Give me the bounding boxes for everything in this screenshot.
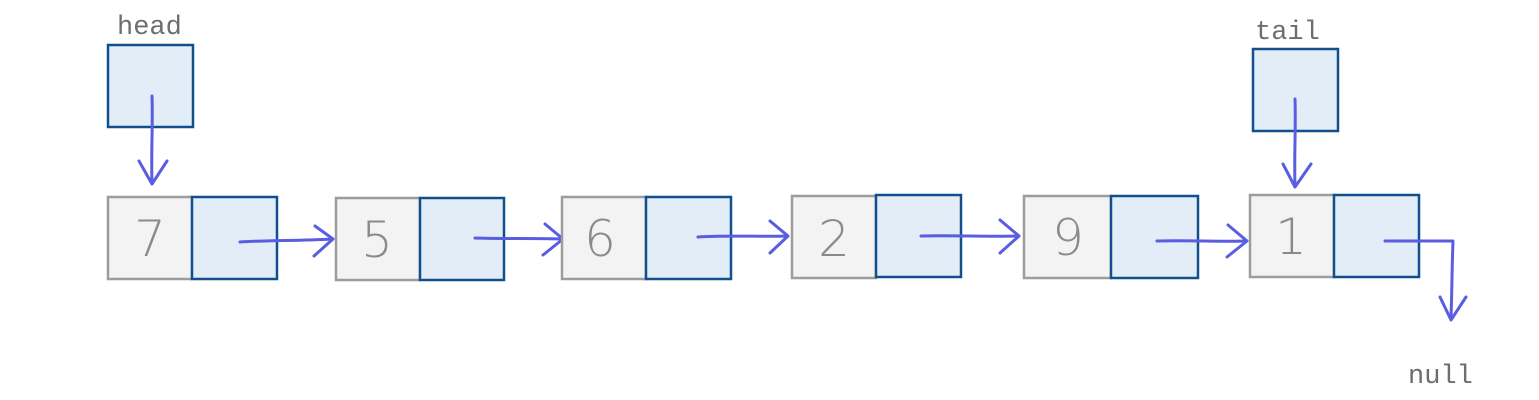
node-data-box [106, 195, 194, 281]
next-arrow [1155, 239, 1248, 243]
next-arrow [238, 237, 334, 244]
next-arrow-tip [1225, 223, 1249, 259]
node-data-box [334, 196, 422, 282]
null-arrow-tip [1438, 295, 1468, 322]
node-value: 2 [818, 210, 850, 268]
null-label: null [1408, 362, 1473, 392]
list-node: 1 [1248, 193, 1421, 279]
tail-arrow [1293, 97, 1297, 188]
head-label: head [117, 13, 182, 43]
node-value: 5 [361, 211, 393, 269]
null-arrow [1383, 239, 1455, 320]
node-next-box [644, 195, 733, 281]
node-value: 9 [1052, 209, 1084, 267]
head-arrow [150, 94, 154, 185]
node-value: 1 [1275, 208, 1307, 266]
next-arrow [919, 234, 1020, 238]
next-arrow [473, 236, 564, 241]
list-node: 9 [1022, 194, 1200, 280]
node-data-box [560, 195, 648, 281]
list-node: 7 [106, 195, 279, 281]
head-arrow-tip [137, 159, 169, 186]
next-arrow-tip [998, 218, 1021, 255]
node-data-box [1022, 194, 1113, 280]
node-next-box [1332, 193, 1421, 279]
node-value: 6 [584, 210, 616, 268]
tail-label: tail [1255, 18, 1320, 48]
tail-arrow-tip [1281, 162, 1313, 189]
next-arrow-tip [768, 219, 790, 255]
head-pointer-box [106, 43, 195, 129]
node-value: 7 [134, 210, 166, 268]
next-arrow [696, 234, 789, 239]
next-arrow-tip [312, 224, 335, 258]
node-data-box [790, 194, 878, 280]
node-data-box [1248, 193, 1336, 279]
node-next-box [190, 195, 279, 281]
list-node: 6 [560, 195, 733, 281]
node-next-box [1109, 194, 1200, 280]
